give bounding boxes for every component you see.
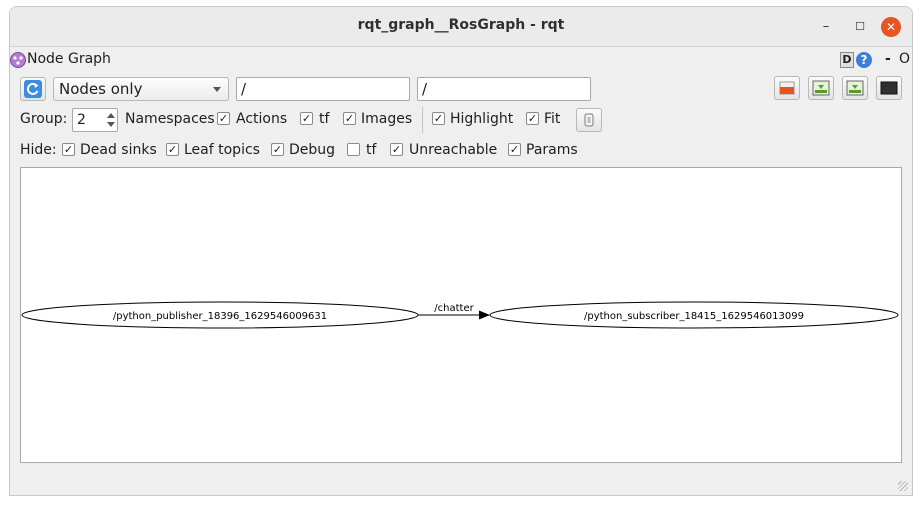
help-icon[interactable]: ? [856,52,872,68]
fit-checkbox[interactable]: ✓ [526,112,539,125]
group-value: 2 [77,112,86,128]
graph-canvas[interactable]: /python_publisher_18396_1629546009631 /p… [20,167,902,463]
leaf-topics-checkbox[interactable]: ✓ [166,143,179,156]
refresh-button[interactable] [20,77,46,101]
fit-label: Fit [544,111,561,127]
group-label: Group: [20,111,68,127]
params-checkbox[interactable]: ✓ [508,143,521,156]
namespaces-label: Namespaces [125,111,215,127]
graph-mode-value: Nodes only [59,80,143,98]
actions-label: Actions [236,111,288,127]
unreachable-checkbox[interactable]: ✓ [390,143,403,156]
resize-grip-icon[interactable] [898,481,908,491]
unreachable-label: Unreachable [409,142,498,158]
save-icon [812,80,830,96]
images-label: Images [361,111,413,127]
minimize-button[interactable]: – [822,19,830,34]
node-graph-icon [10,52,26,68]
graph-edge-label: /chatter [434,303,474,314]
graph-mode-select[interactable]: Nodes only [53,77,229,101]
fit-view-button[interactable] [576,108,602,132]
refresh-icon [24,80,42,98]
group-spinbox[interactable]: 2 [72,108,118,132]
spin-down-icon[interactable] [107,122,115,127]
params-label: Params [526,142,578,158]
leaf-topics-label: Leaf topics [184,142,260,158]
window-title: rqt_graph__RosGraph - rqt [357,17,565,33]
app-window: rqt_graph__RosGraph - rqt – ☐ ✕ Node Gra… [9,6,913,496]
highlight-checkbox[interactable]: ✓ [432,112,445,125]
hide-tf-checkbox[interactable] [347,143,360,156]
save-image-button[interactable] [876,76,902,100]
plugin-minimize-button[interactable]: - [885,51,891,67]
screen-icon [880,81,898,95]
graph-svg: /python_publisher_18396_1629546009631 /p… [21,301,899,329]
toolbar-separator [422,107,423,133]
load-dot-button[interactable] [774,76,800,100]
debug-checkbox[interactable]: ✓ [271,143,284,156]
graph-node-publisher-label: /python_publisher_18396_1629546009631 [113,311,327,322]
debug-label: Debug [289,142,336,158]
fit-view-icon [584,113,594,127]
graph-node-subscriber-label: /python_subscriber_18415_1629546013099 [584,311,804,322]
save-svg-button[interactable] [842,76,868,100]
title-bar[interactable]: rqt_graph__RosGraph - rqt – ☐ ✕ [10,7,912,47]
actions-checkbox[interactable]: ✓ [217,112,230,125]
spin-up-icon[interactable] [107,113,115,118]
folder-open-icon [779,81,795,95]
chevron-down-icon [213,87,221,92]
plugin-title: Node Graph [27,51,111,67]
hide-label: Hide: [20,142,57,158]
highlight-label: Highlight [450,111,514,127]
save-image-icon [846,80,864,96]
dead-sinks-checkbox[interactable]: ✓ [62,143,75,156]
tf-group-label: tf [319,111,330,127]
tf-group-checkbox[interactable]: ✓ [300,112,313,125]
close-button[interactable]: ✕ [881,17,901,37]
images-checkbox[interactable]: ✓ [343,112,356,125]
namespace-filter-input[interactable] [236,77,410,101]
topic-filter-input[interactable] [417,77,591,101]
save-dot-button[interactable] [808,76,834,100]
status-bar [10,471,912,495]
hide-tf-label: tf [366,142,377,158]
graph-edge-arrowhead [479,310,490,320]
dock-d-button[interactable]: D [840,52,854,68]
plugin-options-button[interactable]: O [899,51,911,67]
dead-sinks-label: Dead sinks [80,142,157,158]
maximize-button[interactable]: ☐ [855,20,865,33]
